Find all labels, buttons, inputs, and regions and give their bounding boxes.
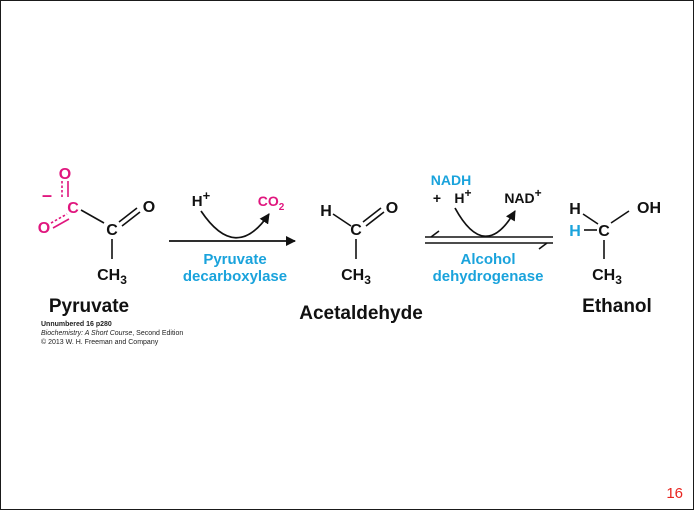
pyruvate-ch3: CH3 bbox=[97, 267, 127, 287]
ethanol-ch3: CH3 bbox=[592, 267, 622, 287]
caption-copyright: © 2013 W. H. Freeman and Company bbox=[41, 339, 159, 346]
acetaldehyde-ch3: CH3 bbox=[341, 267, 371, 287]
caption-book-title: Biochemistry: A Short Course bbox=[41, 330, 133, 337]
ethanol-oh: OH bbox=[637, 200, 661, 217]
caption-source: Biochemistry: A Short Course, Second Edi… bbox=[41, 329, 183, 338]
page-number: 16 bbox=[666, 485, 683, 502]
pyruvate-carbonyl-o: O bbox=[143, 199, 155, 216]
ethanol-structure: H H C OH CH3 bbox=[569, 200, 661, 287]
acetaldehyde-structure: H C O CH3 bbox=[320, 200, 398, 287]
enzyme-alcohol-dehydrogenase-line1: Alcohol bbox=[461, 251, 516, 268]
enzyme-alcohol-dehydrogenase-line2: dehydrogenase bbox=[433, 268, 544, 285]
pyruvate-charge: – bbox=[42, 185, 52, 205]
acetaldehyde-c: C bbox=[350, 222, 362, 239]
acetaldehyde-o: O bbox=[386, 200, 398, 217]
enzyme-pyruvate-decarboxylase-line1: Pyruvate bbox=[203, 251, 266, 268]
pyruvate-structure: O – C O C O CH3 bbox=[38, 166, 155, 287]
reaction2-h-plus: H+ bbox=[454, 186, 471, 206]
figure-caption: Unnumbered 16 p280 Biochemistry: A Short… bbox=[41, 320, 183, 347]
enzyme-pyruvate-decarboxylase-line2: decarboxylase bbox=[183, 268, 287, 285]
ethanol-h-top: H bbox=[569, 201, 581, 218]
decarboxylation-step: H+ CO2 Pyruvate decarboxylase bbox=[169, 188, 297, 285]
acetaldehyde-h: H bbox=[320, 203, 332, 220]
ethanol-label: Ethanol bbox=[582, 296, 652, 317]
ethanol-c: C bbox=[598, 223, 610, 240]
caption-label: Unnumbered 16 p280 bbox=[41, 321, 112, 328]
acetaldehyde-label: Acetaldehyde bbox=[299, 303, 423, 324]
pyruvate-o-top: O bbox=[59, 166, 71, 183]
pyruvate-carboxyl-c: C bbox=[67, 200, 79, 217]
pyruvate-carbonyl-c: C bbox=[106, 222, 118, 239]
decarboxylation-curved-arrow bbox=[200, 210, 270, 239]
reaction2-plus: + bbox=[433, 190, 441, 206]
nad-product: NAD+ bbox=[504, 186, 541, 206]
reaction1-h-plus: H+ bbox=[192, 188, 211, 210]
co2-product: CO2 bbox=[258, 193, 285, 213]
ethanol-h-cyan: H bbox=[569, 223, 581, 240]
reduction-curved-arrow bbox=[454, 207, 516, 238]
pyruvate-o-left: O bbox=[38, 220, 50, 237]
pyruvate-label: Pyruvate bbox=[49, 296, 129, 317]
nadh-reactant: NADH bbox=[431, 172, 471, 188]
reduction-step: NADH + H+ NAD+ Alcohol dehydrogenase bbox=[425, 172, 553, 285]
caption-edition: , Second Edition bbox=[132, 330, 184, 337]
